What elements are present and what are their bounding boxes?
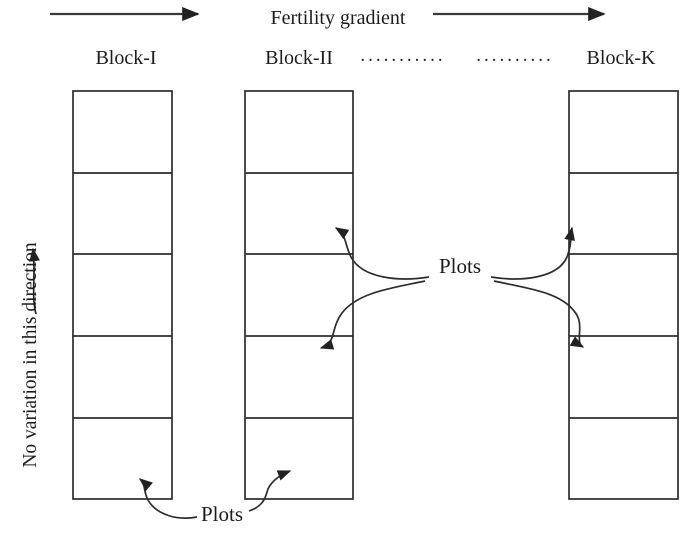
block-outline [72, 90, 173, 500]
block-1-label: Block-I [95, 47, 157, 69]
no-variation-axis-label: No variation in this direction [20, 242, 41, 468]
block-outline [244, 90, 354, 500]
block-2-grid [244, 90, 354, 500]
block-outline [568, 90, 679, 500]
ellipsis-between-blocks-2: .......... [476, 45, 554, 66]
plots-label-middle: Plots [438, 254, 482, 278]
plots-pointer-lower-left [319, 280, 426, 350]
block-1-grid [72, 90, 173, 500]
block-2-label: Block-II [265, 47, 333, 69]
ellipsis-between-blocks-1: ........... [360, 45, 446, 66]
block-k-label: Block-K [586, 47, 656, 69]
fertility-gradient-label: Fertility gradient [270, 7, 406, 29]
block-k-grid [568, 90, 679, 500]
plots-label-bottom: Plots [200, 502, 244, 526]
plots-pointer-lower-right [493, 280, 585, 348]
